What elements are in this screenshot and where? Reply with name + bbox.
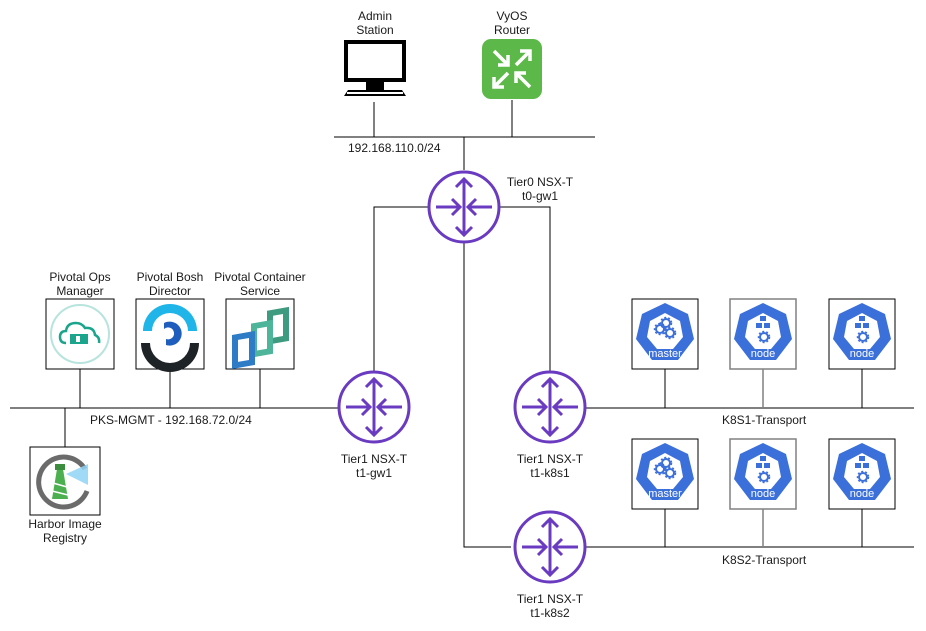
k8s1-node1-icon[interactable] (729, 298, 797, 370)
pks-label: Pivotal Container Service (214, 270, 306, 298)
vyos-router-icon[interactable] (482, 39, 542, 99)
vyos-router-label: VyOS Router (493, 9, 531, 37)
k8s1-node2-role: node (849, 348, 875, 360)
pks-icon[interactable] (225, 298, 295, 370)
harbor-label: Harbor Image Registry (28, 517, 102, 545)
k8s2-node1-icon[interactable] (729, 438, 797, 510)
links (10, 100, 914, 548)
admin-station-label: Admin Station (356, 9, 394, 37)
k8s2-master-icon[interactable] (631, 438, 699, 510)
bosh-director-icon[interactable] (135, 298, 205, 372)
harbor-icon[interactable] (29, 446, 101, 516)
monitor-icon[interactable] (344, 40, 406, 96)
k8s2-node2-role: node (849, 488, 875, 500)
tier0-label: Tier0 NSX-T t0-gw1 (506, 175, 574, 203)
k8s1-transport-label: K8S1-Transport (722, 413, 807, 427)
t1-gw1-label: Tier1 NSX-T t1-gw1 (340, 452, 408, 480)
k8s2-node1-role: node (750, 488, 776, 500)
k8s1-node2-icon[interactable] (828, 298, 896, 370)
t1-k8s2-label: Tier1 NSX-T t1-k8s2 (516, 592, 584, 620)
k8s1-master-icon[interactable] (631, 298, 699, 370)
link-tier0-t1k8s1 (499, 206, 551, 372)
ops-manager-label: Pivotal Ops Manager (49, 270, 111, 298)
link-tier0-t1gw1 (373, 206, 429, 372)
tier0-router-icon[interactable] (427, 170, 501, 244)
t1-k8s2-router-icon[interactable] (513, 510, 587, 584)
k8s1-node1-role: node (750, 348, 776, 360)
pks-mgmt-label: PKS-MGMT - 192.168.72.0/24 (90, 413, 252, 427)
k8s2-transport-label: K8S2-Transport (722, 553, 807, 567)
t1-k8s1-router-icon[interactable] (513, 370, 587, 444)
t1-gw1-router-icon[interactable] (337, 370, 411, 444)
k8s2-node2-icon[interactable] (828, 438, 896, 510)
k8s2-cluster (631, 438, 896, 510)
k8s1-cluster (631, 298, 896, 370)
k8s1-master-role: master (648, 348, 682, 360)
ops-manager-icon[interactable] (45, 298, 115, 370)
k8s2-master-role: master (648, 488, 682, 500)
bosh-director-label: Pivotal Bosh Director (136, 270, 204, 298)
link-tier0-t1k8s2 (463, 242, 511, 548)
net-192-168-110-label: 192.168.110.0/24 (348, 141, 441, 155)
t1-k8s1-label: Tier1 NSX-T t1-k8s1 (516, 452, 584, 480)
